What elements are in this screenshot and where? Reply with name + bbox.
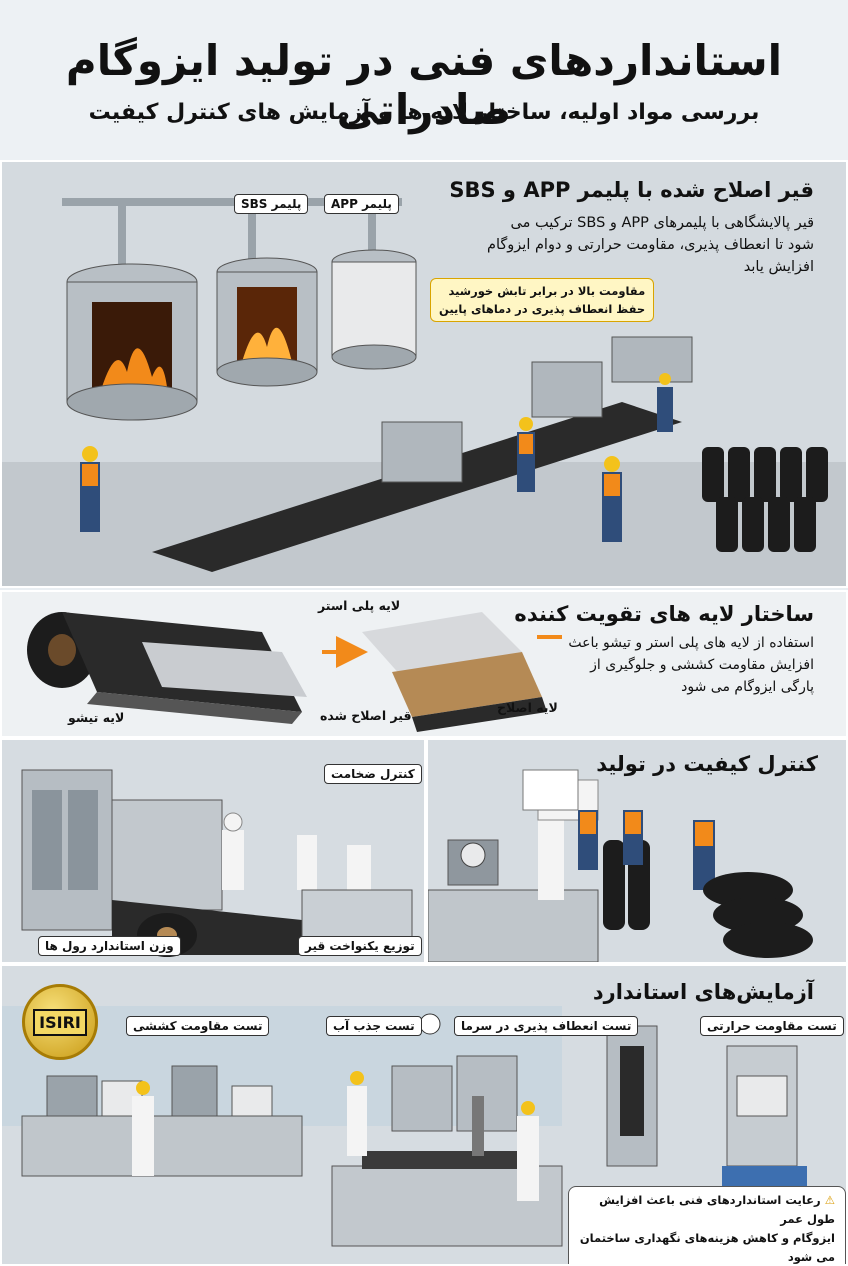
warning-icon: ⚠: [824, 1193, 835, 1207]
layers-title: ساختار لایه های تقویت کننده: [514, 602, 814, 626]
test-label-heat: تست مقاومت حرارتی: [700, 1016, 844, 1036]
layers-illustration: [27, 612, 562, 732]
layer-label-tissue: لایه تیشو: [68, 710, 125, 725]
production-panel: کنترل ضخامت وزن استاندارد رول ها توزیع ی…: [0, 738, 426, 964]
mixing-tank-2: [216, 257, 318, 387]
test-label-tensile: تست مقاومت کششی: [126, 1016, 270, 1036]
standards-note: ⚠ رعایت استانداردهای فنی باعث افزایش طول…: [568, 1186, 846, 1264]
tank-label-sbs: پلیمر SBS: [234, 194, 309, 214]
test-label-water: تست جذب آب: [326, 1016, 422, 1036]
callout-line-2: حفظ انعطاف پذیری در دماهای پایین: [439, 302, 646, 316]
qc-title: کنترل کیفیت در تولید: [596, 752, 818, 776]
layers-body: استفاده از لایه های پلی استر و تیشو باعث…: [568, 635, 814, 695]
tank-label-app: پلیمر APP: [324, 194, 399, 214]
page-title: استانداردهای فنی در تولید ایزوگام صادرات…: [65, 36, 783, 134]
bitumen-panel: پلیمر SBS پلیمر APP مقاومت بالا در برابر…: [0, 160, 848, 588]
bitumen-body: قیر پالایشگاهی با پلیمرهای APP و SBS ترک…: [486, 215, 814, 275]
note-line-1-text: رعایت استانداردهای فنی باعث افزایش طول ع…: [599, 1193, 835, 1226]
isiri-logo-text: ISIRI: [33, 1008, 87, 1036]
tests-title: آزمایش‌های استاندارد: [592, 980, 814, 1004]
mixing-tank-1: [66, 263, 198, 421]
layer-label-polyester: لایه پلی استر: [318, 598, 401, 613]
factory-illustration: [2, 162, 846, 586]
note-line-1: ⚠ رعایت استانداردهای فنی باعث افزایش طول…: [579, 1191, 835, 1229]
tests-panel: ISIRI آزمایش‌های استاندارد تست مقاومت کش…: [0, 964, 848, 1266]
bitumen-title: قیر اصلاح شده با پلیمر APP و SBS: [449, 178, 814, 202]
quality-control-panel: کنترل کیفیت در تولید: [426, 738, 848, 964]
layer-label-main: لایه اصلاح: [497, 700, 558, 715]
layer-label-modified: قیر اصلاح شده: [320, 708, 412, 723]
mixing-tank-3: [331, 249, 417, 370]
bitumen-callout: مقاومت بالا در برابر تابش خورشید حفظ انع…: [430, 278, 655, 322]
qc-illustration: [428, 740, 846, 962]
label-thickness-control: کنترل ضخامت: [324, 764, 422, 784]
label-roll-weight: وزن استاندارد رول ها: [38, 936, 181, 956]
label-uniform-distribution: توزیع یکنواخت قیر: [298, 936, 422, 956]
isiri-logo: ISIRI: [22, 984, 98, 1060]
layers-panel: لایه پلی استر لایه تیشو قیر اصلاح شده لا…: [0, 590, 848, 738]
note-line-2: ایزوگام و کاهش هزینه‌های نگهداری ساختمان…: [579, 1231, 835, 1264]
page-subtitle: بررسی مواد اولیه، ساختار لایه ها و آزمای…: [88, 100, 760, 125]
callout-line-1: مقاومت بالا در برابر تابش خورشید: [448, 284, 646, 298]
header: استانداردهای فنی در تولید ایزوگام صادرات…: [0, 0, 848, 160]
test-label-cold: تست انعطاف پذیری در سرما: [454, 1016, 639, 1036]
